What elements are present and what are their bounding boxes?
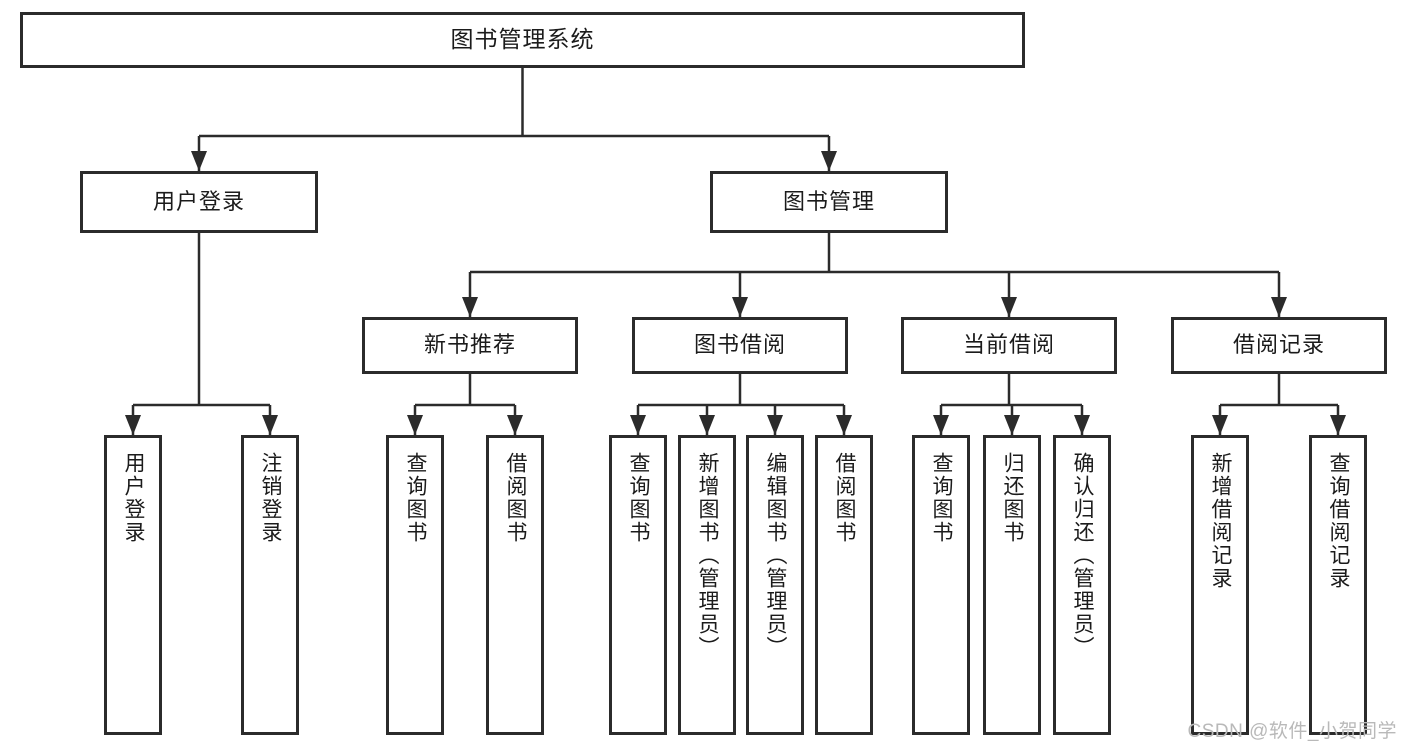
node-label: 编辑图书（管理员） — [764, 452, 788, 659]
node-label: 查询图书 — [627, 452, 651, 544]
edge-arrowhead — [191, 151, 207, 171]
edge-arrowhead — [407, 415, 423, 435]
node-leaf-login-2[interactable]: 注销登录 — [241, 435, 299, 735]
node-label: 新增图书（管理员） — [696, 452, 720, 659]
node-leaf-new-2[interactable]: 借阅图书 — [486, 435, 544, 735]
node-label: 新增借阅记录 — [1209, 452, 1233, 590]
node-label: 新书推荐 — [423, 332, 516, 358]
edge-arrowhead — [1074, 415, 1090, 435]
node-label: 查询图书 — [930, 452, 954, 544]
node-leaf-rec-2[interactable]: 查询借阅记录 — [1309, 435, 1367, 735]
node-root[interactable]: 图书管理系统 — [20, 12, 1025, 68]
node-leaf-bor-4[interactable]: 借阅图书 — [815, 435, 873, 735]
node-label: 归还图书 — [1001, 452, 1025, 544]
node-label: 借阅记录 — [1232, 332, 1325, 358]
node-label: 当前借阅 — [962, 332, 1055, 358]
node-label: 确认归还（管理员） — [1071, 452, 1095, 659]
watermark-label: CSDN @软件_小贺同学 — [1187, 721, 1397, 742]
node-label: 借阅图书 — [504, 452, 528, 544]
node-label: 查询借阅记录 — [1327, 452, 1351, 590]
node-records[interactable]: 借阅记录 — [1171, 317, 1387, 374]
edge-arrowhead — [732, 297, 748, 317]
edge-arrowhead — [821, 151, 837, 171]
node-label: 图书管理 — [782, 188, 875, 214]
node-label: 用户登录 — [122, 452, 146, 544]
node-label: 注销登录 — [259, 452, 283, 544]
edge-arrowhead — [507, 415, 523, 435]
node-leaf-rec-1[interactable]: 新增借阅记录 — [1191, 435, 1249, 735]
node-borrow[interactable]: 图书借阅 — [632, 317, 848, 374]
edge-arrowhead — [1330, 415, 1346, 435]
edge-arrowhead — [1004, 415, 1020, 435]
node-leaf-bor-1[interactable]: 查询图书 — [609, 435, 667, 735]
node-bookmgmt[interactable]: 图书管理 — [710, 171, 948, 233]
node-current[interactable]: 当前借阅 — [901, 317, 1117, 374]
edge-arrowhead — [1271, 297, 1287, 317]
node-leaf-cur-3[interactable]: 确认归还（管理员） — [1053, 435, 1111, 735]
node-leaf-cur-1[interactable]: 查询图书 — [912, 435, 970, 735]
node-leaf-bor-3[interactable]: 编辑图书（管理员） — [746, 435, 804, 735]
node-label: 用户登录 — [152, 188, 245, 214]
edge-arrowhead — [1212, 415, 1228, 435]
edge-arrowhead — [836, 415, 852, 435]
node-label: 图书管理系统 — [450, 26, 595, 53]
edge-arrowhead — [933, 415, 949, 435]
edge-arrowhead — [262, 415, 278, 435]
node-leaf-login-1[interactable]: 用户登录 — [104, 435, 162, 735]
edge-arrowhead — [630, 415, 646, 435]
node-leaf-cur-2[interactable]: 归还图书 — [983, 435, 1041, 735]
node-leaf-new-1[interactable]: 查询图书 — [386, 435, 444, 735]
node-newbook[interactable]: 新书推荐 — [362, 317, 578, 374]
edge-arrowhead — [699, 415, 715, 435]
node-login[interactable]: 用户登录 — [80, 171, 318, 233]
node-label: 借阅图书 — [833, 452, 857, 544]
node-label: 查询图书 — [404, 452, 428, 544]
edge-arrowhead — [767, 415, 783, 435]
edge-arrowhead — [1001, 297, 1017, 317]
node-leaf-bor-2[interactable]: 新增图书（管理员） — [678, 435, 736, 735]
edge-arrowhead — [462, 297, 478, 317]
edge-arrowhead — [125, 415, 141, 435]
node-label: 图书借阅 — [693, 332, 786, 358]
